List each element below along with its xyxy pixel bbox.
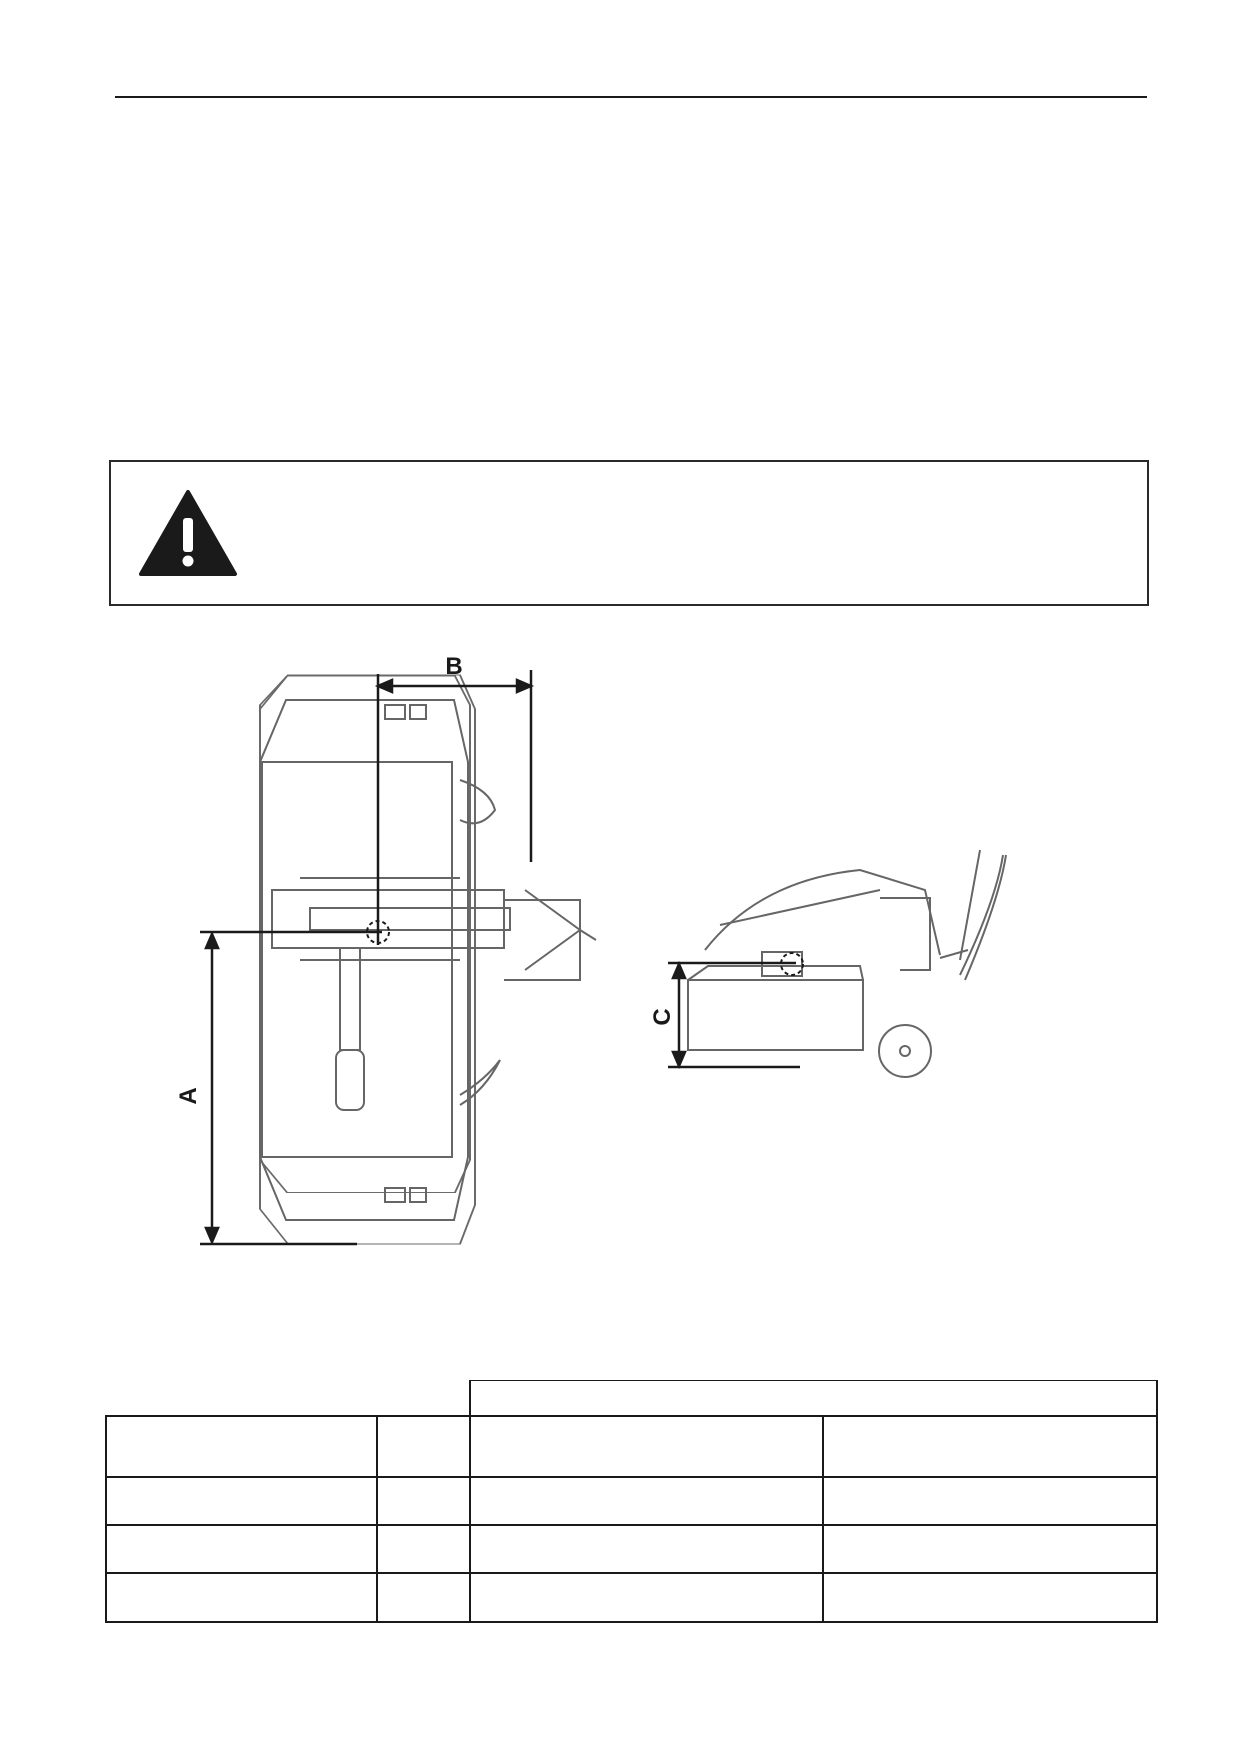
dimension-b-label: B [445, 653, 462, 680]
header-rule [115, 96, 1147, 98]
warning-triangle-icon [139, 490, 237, 576]
dimension-c [668, 960, 800, 1070]
top-view-outline [259, 699, 597, 1221]
spec-table [105, 1380, 1159, 1623]
center-of-gravity-marker [366, 920, 390, 944]
machine-drawing: B A [175, 653, 1007, 1246]
dimension-b [374, 670, 535, 945]
dimension-a-label: A [175, 1087, 202, 1104]
dimension-c-label: C [649, 1008, 676, 1025]
center-of-gravity-figure: B A [160, 650, 1080, 1260]
spec-table-grid [105, 1380, 1158, 1623]
warning-box [109, 460, 1149, 606]
side-view-cog-marker [780, 952, 804, 976]
dimension-a [200, 930, 382, 1246]
side-view-machine [687, 849, 1007, 1078]
